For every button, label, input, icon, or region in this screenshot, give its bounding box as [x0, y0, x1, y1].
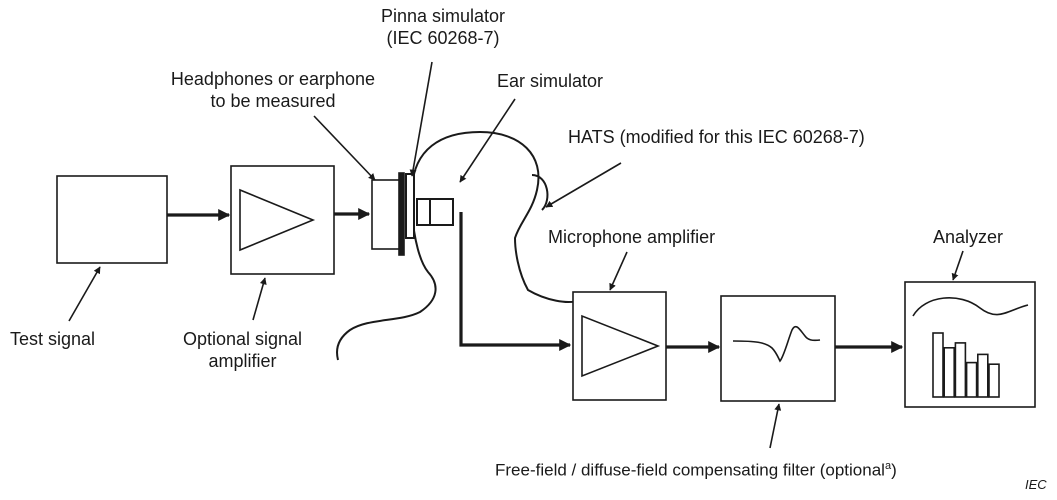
ear-simulator	[416, 198, 454, 226]
filter-footnote-mark: a	[884, 460, 892, 472]
pinna-simulator-label: Pinna simulator (IEC 60268-7)	[368, 5, 518, 49]
optional-amp-line1: Optional signal	[182, 329, 303, 349]
hats-outline	[411, 130, 581, 303]
analyzer-bar	[965, 361, 978, 398]
analyzer-bars	[932, 332, 1000, 398]
pointer-headphones	[313, 115, 376, 181]
flow-wire-ear-to-mic	[459, 212, 572, 351]
pointer-ear-simulator	[459, 98, 516, 183]
filter-response-curve	[732, 325, 821, 363]
analyzer-bar	[988, 363, 1000, 398]
analyzer-bar	[943, 346, 956, 398]
filter-label: Free-field / diffuse-field compensating …	[495, 455, 897, 482]
signal-amplifier-box	[230, 165, 335, 275]
pointer-filter	[769, 403, 782, 449]
test-signal-box	[56, 175, 168, 264]
mic-amplifier-triangle	[581, 314, 661, 378]
pointer-test-signal	[68, 266, 101, 322]
pinna-label-line2: (IEC 60268-7)	[386, 28, 500, 48]
analyzer-bar	[954, 342, 967, 398]
signal-amplifier-triangle	[239, 188, 316, 252]
pointer-signal-amplifier	[252, 277, 267, 321]
test-signal-label: Test signal	[10, 329, 96, 349]
headphones-label-line1: Headphones or earphone	[170, 69, 376, 89]
mic-amplifier-box	[572, 291, 667, 401]
pinna-label-line1: Pinna simulator	[380, 6, 506, 26]
pinna-plate	[405, 173, 415, 239]
analyzer-bar	[976, 353, 989, 398]
filter-box	[720, 295, 836, 402]
pointer-mic-amplifier	[609, 251, 628, 291]
analyzer-bar	[932, 332, 944, 398]
ear-simulator-label: Ear simulator	[497, 71, 604, 91]
headphone-cushion	[371, 179, 401, 250]
headphones-label-line2: to be measured	[210, 91, 336, 111]
iec-mark: IEC	[1025, 477, 1047, 492]
analyzer-label: Analyzer	[933, 227, 1004, 247]
filter-label-text: Free-field / diffuse-field compensating …	[495, 460, 885, 480]
pointer-pinna	[409, 61, 433, 177]
analyzer-curve	[912, 297, 1029, 317]
optional-amp-line2: amplifier	[208, 351, 277, 371]
headphone-band	[398, 172, 405, 256]
pointer-analyzer	[951, 250, 964, 281]
hats-ear	[531, 174, 549, 211]
hats-front-outline	[336, 211, 437, 361]
headphones-label: Headphones or earphone to be measured	[168, 68, 378, 112]
mic-amplifier-label: Microphone amplifier	[548, 227, 716, 247]
optional-amplifier-label: Optional signal amplifier	[175, 328, 310, 372]
hats-label: HATS (modified for this IEC 60268-7)	[568, 127, 865, 147]
filter-label-close: )	[891, 460, 897, 480]
pointer-hats	[545, 162, 622, 208]
